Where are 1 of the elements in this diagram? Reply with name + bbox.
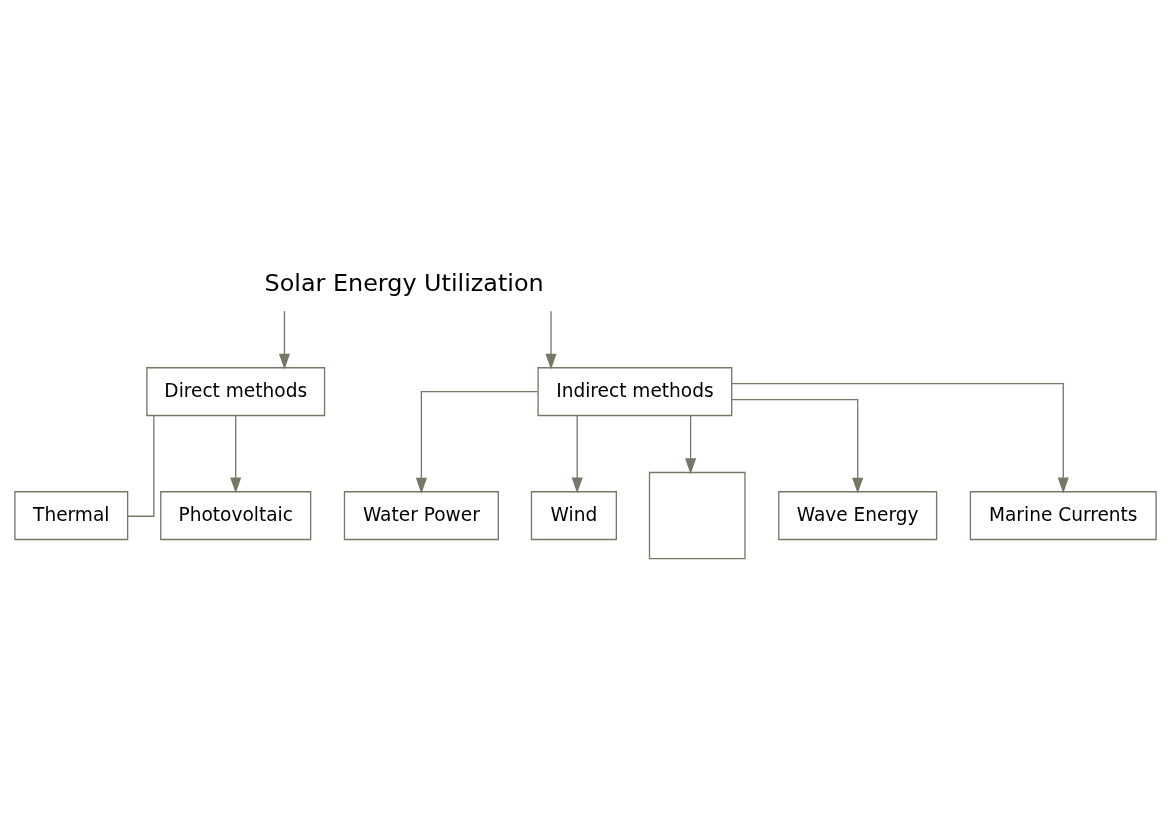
node-text: Solar Energy Utilization	[264, 268, 544, 297]
